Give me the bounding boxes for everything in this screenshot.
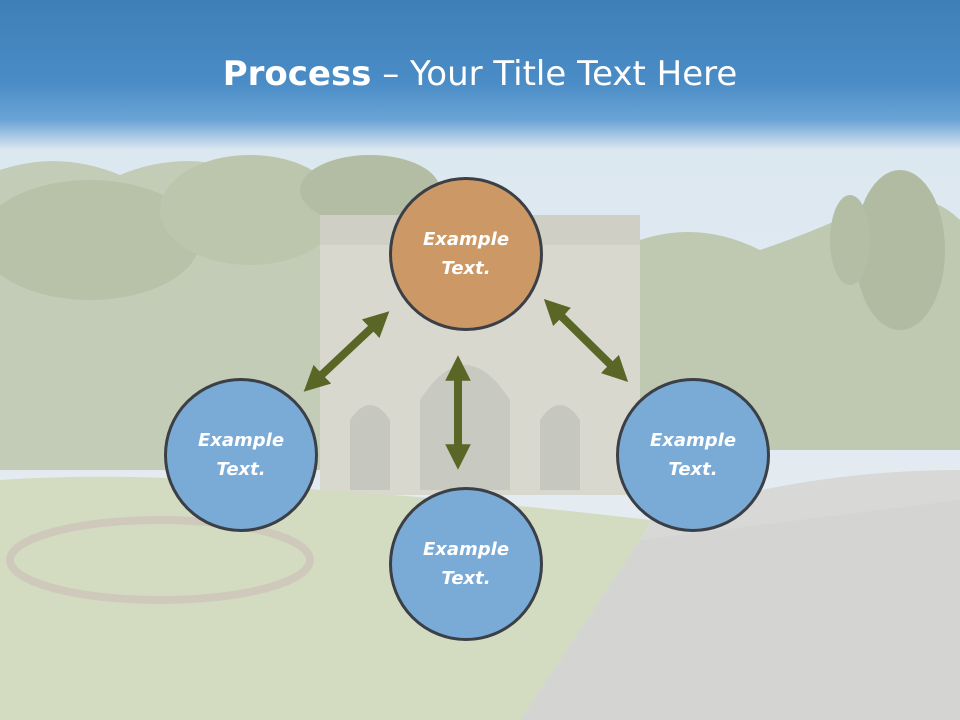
node-label: Example Text. (422, 229, 510, 279)
process-node-right[interactable]: Example Text. (616, 378, 770, 532)
node-label: Example Text. (197, 430, 285, 480)
process-node-top[interactable]: Example Text. (389, 177, 543, 331)
node-label: Example Text. (649, 430, 737, 480)
title-banner (0, 0, 960, 150)
title-bold: Process (222, 54, 372, 94)
node-label: Example Text. (422, 539, 510, 589)
slide-title[interactable]: Process – Your Title Text Here (0, 52, 960, 96)
title-rest: – Your Title Text Here (371, 54, 738, 94)
process-node-left[interactable]: Example Text. (164, 378, 318, 532)
process-node-bottom[interactable]: Example Text. (389, 487, 543, 641)
